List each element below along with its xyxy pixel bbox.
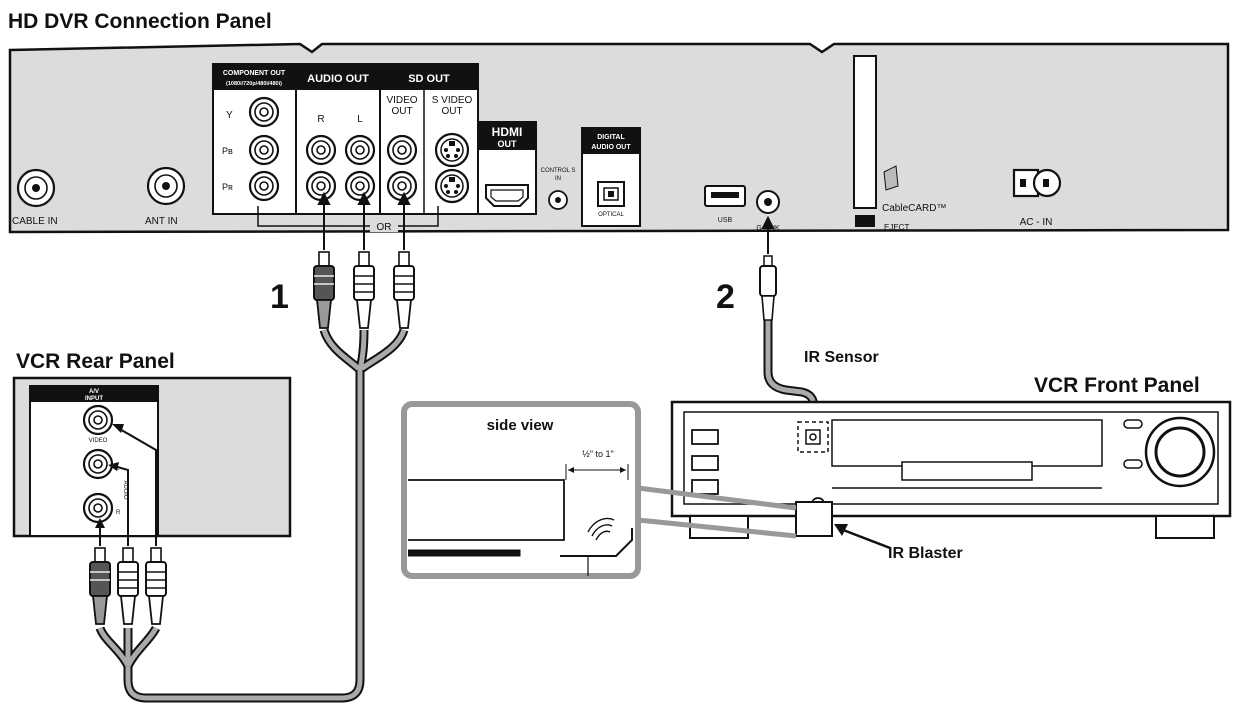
hdmi-out-label: OUT — [498, 139, 518, 149]
component-out-label: COMPONENT OUT — [223, 70, 286, 77]
inset-pointer-lines — [637, 485, 797, 539]
control-s-jack-icon[interactable] — [548, 190, 568, 210]
digital-audio-label-2: AUDIO OUT — [591, 144, 631, 151]
vcr-audio-l-label: L — [116, 466, 120, 472]
video-out-label-1: VIDEO — [386, 95, 417, 106]
component-y-label: Y — [226, 110, 233, 121]
usb-port-icon[interactable] — [704, 185, 746, 207]
vcr-small-button-1[interactable] — [1123, 419, 1143, 429]
audio-l-label: L — [357, 114, 363, 125]
svideo-out-label-1: S VIDEO — [432, 95, 473, 106]
vcr-button-3[interactable] — [691, 479, 719, 495]
ant-in-jack[interactable] — [146, 166, 186, 206]
ir-blaster-label: IR Blaster — [888, 545, 963, 562]
plug-arrow-2 — [761, 215, 775, 254]
ir-sensor-label: IR Sensor — [804, 349, 879, 366]
f-connector-icon — [146, 166, 186, 206]
audio-r-jack-top[interactable] — [305, 134, 337, 166]
cablecard-logo-icon — [883, 165, 899, 191]
av-input-label-1: A/V — [89, 389, 99, 395]
audio-r-label: R — [317, 114, 324, 125]
step-2-label: 2 — [716, 278, 735, 316]
component-pb-jack[interactable] — [248, 134, 280, 166]
rca-plug-icon — [393, 251, 415, 329]
vcr-audio-r-label: R — [116, 510, 121, 516]
control-in-label-1: CONTROL S — [541, 168, 576, 174]
vcr-audio-label: AUDIO — [122, 480, 128, 499]
component-modes-label: (1080i/720p/480i/480i) — [226, 81, 282, 87]
optical-label: OPTICAL — [598, 212, 624, 218]
audio-out-label: AUDIO OUT — [307, 73, 369, 85]
rca-plug-icon — [313, 251, 335, 329]
or-label: OR — [377, 222, 392, 233]
s-video-jack-icon[interactable] — [434, 168, 470, 204]
sd-out-label: SD OUT — [408, 73, 450, 85]
video-out-label-2: OUT — [391, 106, 412, 117]
vcr-audio-l-jack[interactable] — [82, 448, 114, 480]
ir-sensor-icon — [805, 429, 821, 445]
eject-label: EJECT — [884, 223, 909, 232]
rca-plug-icon — [145, 547, 167, 625]
cable-in-jack[interactable] — [16, 168, 56, 208]
vcr-video-jack[interactable] — [82, 404, 114, 436]
vcr-button-1[interactable] — [691, 429, 719, 445]
step-1-label: 1 — [270, 278, 289, 316]
av-input-label-2: INPUT — [85, 396, 103, 402]
vcr-front-title: VCR Front Panel — [1034, 374, 1200, 397]
dvr-panel-title: HD DVR Connection Panel — [8, 10, 272, 33]
ac-in-socket-icon[interactable] — [1012, 168, 1062, 198]
optical-port-icon[interactable] — [597, 181, 625, 207]
vcr-front-chassis — [670, 400, 1232, 539]
video-out-jack-top[interactable] — [386, 134, 418, 166]
vcr-button-2[interactable] — [691, 455, 719, 471]
component-pr-jack[interactable] — [248, 170, 280, 202]
cablecard-label: CableCARD™ — [882, 203, 946, 214]
vcr-small-button-2[interactable] — [1123, 459, 1143, 469]
rca-plug-icon — [89, 547, 111, 625]
side-view-drawing — [408, 464, 633, 576]
rca-plug-icon — [117, 547, 139, 625]
cablecard-slot[interactable] — [853, 55, 877, 209]
g-link-jack-icon[interactable] — [756, 190, 780, 214]
control-in-label-2: IN — [555, 176, 561, 182]
ir-blaster-arrow — [834, 524, 891, 550]
ir-emitter-icon — [795, 497, 833, 537]
audio-l-jack-top[interactable] — [344, 134, 376, 166]
cable-in-label: CABLE IN — [12, 216, 58, 227]
or-bracket — [257, 206, 439, 227]
vcr-rear-title: VCR Rear Panel — [16, 350, 175, 373]
vcr-jog-dial[interactable] — [1144, 416, 1216, 488]
f-connector-icon — [16, 168, 56, 208]
audio-l-jack[interactable] — [344, 170, 376, 202]
plug-arrows — [317, 191, 411, 250]
av-cable — [95, 328, 409, 703]
side-view-label: side view — [487, 417, 554, 434]
eject-button[interactable] — [855, 215, 875, 227]
usb-label: USB — [718, 217, 733, 224]
digital-audio-label-1: DIGITAL — [597, 134, 625, 141]
hdmi-logo: HDMI — [492, 125, 523, 139]
digital-audio-group: DIGITAL AUDIO OUT OPTICAL — [581, 127, 641, 227]
ant-in-label: ANT IN — [145, 216, 178, 227]
component-y-jack[interactable] — [248, 96, 280, 128]
side-view-distance-label: ½" to 1" — [582, 449, 613, 459]
minijack-plug-icon — [759, 255, 777, 321]
component-pb-label: Pв — [222, 146, 233, 156]
ac-in-label: AC - IN — [1020, 217, 1053, 228]
component-pr-label: Pʀ — [222, 182, 233, 192]
ir-sensor-area — [797, 421, 829, 453]
audio-r-jack[interactable] — [305, 170, 337, 202]
vcr-video-label: VIDEO — [89, 438, 108, 444]
vcr-audio-r-jack[interactable] — [82, 492, 114, 524]
rca-plug-icon — [353, 251, 375, 329]
s-video-jack-icon[interactable] — [434, 132, 470, 168]
hdmi-port-icon[interactable] — [485, 184, 529, 207]
svideo-out-label-2: OUT — [441, 106, 462, 117]
